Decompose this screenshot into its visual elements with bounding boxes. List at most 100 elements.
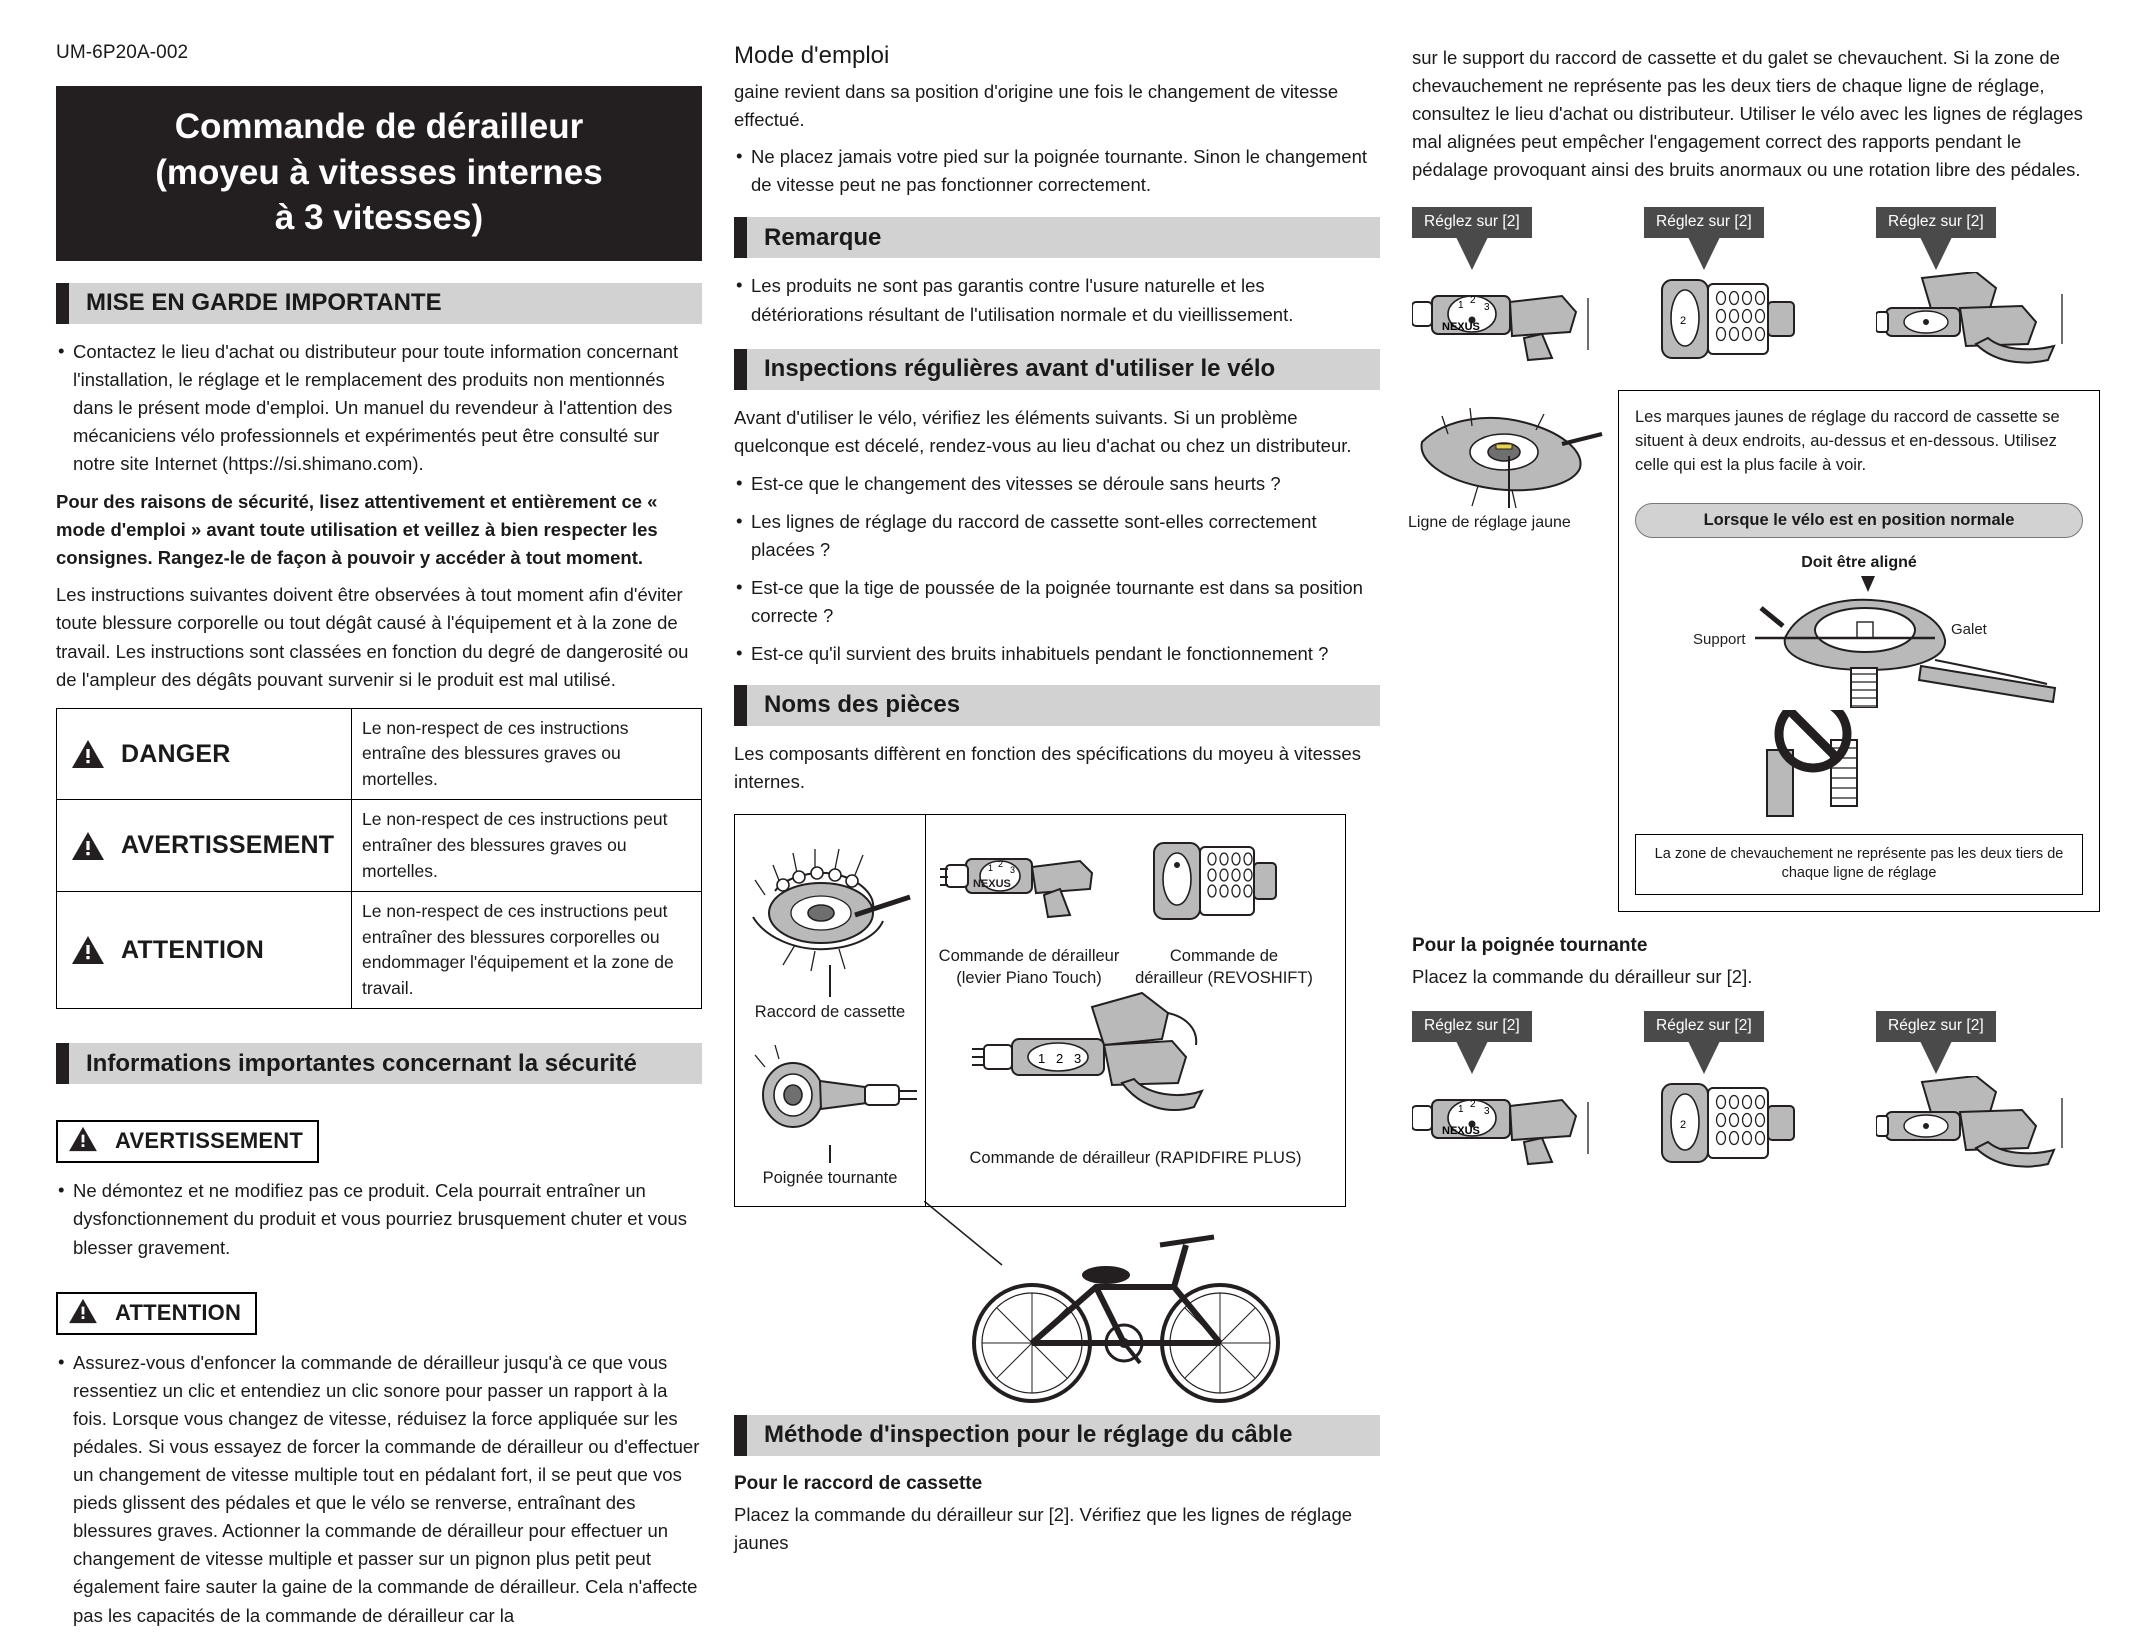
- list-item: Ne placez jamais votre pied sur la poign…: [734, 142, 1380, 199]
- right-continued-paragraph: sur le support du raccord de cassette et…: [1412, 47, 2083, 181]
- warning-desc-cell: Le non-respect de ces instructions peut …: [351, 799, 702, 893]
- warning-desc-cell: Le non-respect de ces instructions entra…: [351, 707, 702, 801]
- callout-bubble: Réglez sur [2]: [1644, 1010, 1764, 1042]
- attention-bullets: Assurez-vous d'enfoncer la commande de d…: [56, 1348, 702, 1630]
- rapidfire-plus-illustration: 1 2 3: [972, 991, 1204, 1111]
- page-title: Commande de dérailleur (moyeu à vitesses…: [56, 86, 702, 261]
- svg-text:2: 2: [1470, 1099, 1476, 1110]
- parts-figure-left-pane: Raccord de cassette Poignée tournante: [734, 813, 926, 1207]
- poignee-subtitle: Pour la poignée tournante: [1412, 934, 1648, 956]
- parts-figure-right-pane: 1 2 3 NEXUS Commande de dérailleur (levi…: [926, 813, 1346, 1207]
- mise-en-garde-bullets: Contactez le lieu d'achat ou distributeu…: [56, 337, 702, 479]
- piano-touch-shifter-illustration: 1 2 3 NEXUS: [1412, 294, 1589, 361]
- callout-row-cassette: Réglez sur [2] 1 2 3 NEXUS: [1412, 206, 2094, 364]
- section-header-inspections: Inspections régulières avant d'utiliser …: [734, 348, 1380, 390]
- rapidfire-shifter-illustration-2: [1876, 1075, 2063, 1168]
- avertissement-label: AVERTISSEMENT: [115, 1128, 303, 1154]
- figure-caption-raccord: Raccord de cassette: [754, 1002, 906, 1021]
- callout-cell: Réglez sur [2]: [1876, 206, 2094, 364]
- svg-text:NEXUS: NEXUS: [1442, 1125, 1480, 1137]
- warning-triangle-icon: [71, 935, 105, 965]
- section-tab: [56, 282, 69, 324]
- callout-bubble: Réglez sur [2]: [1876, 206, 1996, 238]
- page-title-line1: Commande de dérailleur: [174, 107, 584, 146]
- warning-level-cell: ATTENTION: [56, 891, 352, 1010]
- leader-line: [1508, 455, 1510, 508]
- attention-badge: ATTENTION: [56, 1291, 258, 1335]
- callout-cell: Réglez sur [2]: [1876, 1010, 2094, 1168]
- prohibition-note: La zone de chevauchement ne représente p…: [1635, 833, 2083, 895]
- galet-text: Galet: [1951, 621, 1988, 638]
- piano-touch-shifter-illustration-2: 1 2 3 NEXUS: [1412, 1098, 1589, 1165]
- attention-label: ATTENTION: [115, 1299, 242, 1325]
- callout-cell: Réglez sur [2] 2: [1644, 1010, 1862, 1168]
- section-title: Informations importantes concernant la s…: [86, 1049, 637, 1077]
- mode-emploi-label: Mode d'emploi: [734, 42, 890, 69]
- section-title: Remarque: [764, 223, 882, 251]
- twist-grip-illustration: [754, 1044, 917, 1128]
- yellow-marks-infobox: Les marques jaunes de réglage du raccord…: [1618, 389, 2100, 912]
- warning-level-label: ATTENTION: [121, 935, 264, 964]
- figure-caption-rapidfire: Commande de dérailleur (RAPIDFIRE PLUS): [969, 1148, 1302, 1167]
- revoshift-shifter-illustration: 2: [1661, 278, 1795, 359]
- list-item: Contactez le lieu d'achat ou distributeu…: [56, 337, 702, 479]
- svg-text:NEXUS: NEXUS: [973, 878, 1011, 890]
- table-row: DANGER Le non-respect de ces instruction…: [56, 707, 702, 801]
- svg-text:NEXUS: NEXUS: [1442, 321, 1480, 333]
- list-item: Est-ce que la tige de poussée de la poig…: [734, 573, 1380, 630]
- callout-bubble: Réglez sur [2]: [1876, 1010, 1996, 1042]
- left-column: UM-6P20A-002 Commande de dérailleur (moy…: [56, 42, 702, 1640]
- warning-triangle-icon: [68, 1298, 102, 1328]
- inspections-intro: Avant d'utiliser le vélo, vérifiez les é…: [734, 406, 1352, 456]
- svg-text:3: 3: [1010, 865, 1015, 875]
- callout-cell: Réglez sur [2] 2: [1644, 206, 1862, 364]
- continued-paragraph: gaine revient dans sa position d'origine…: [734, 81, 1339, 131]
- aligned-label: Doit être aligné: [1801, 553, 1917, 571]
- methode-subtitle: Pour le raccord de cassette: [734, 1472, 983, 1494]
- bicycle-illustration: [924, 1200, 1280, 1403]
- warning-desc-cell: Le non-respect de ces instructions peut …: [351, 891, 702, 1010]
- section-header-noms-pieces: Noms des pièces: [734, 684, 1380, 726]
- safety-paragraph: Les instructions suivantes doivent être …: [56, 584, 689, 690]
- section-title: MISE EN GARDE IMPORTANTE: [86, 289, 442, 316]
- callout-bubble: Réglez sur [2]: [1412, 206, 1532, 238]
- warning-triangle-icon: [71, 739, 105, 769]
- section-header-mise-en-garde: MISE EN GARDE IMPORTANTE: [56, 282, 702, 324]
- table-row: ATTENTION Le non-respect de ces instruct…: [56, 891, 702, 1010]
- section-header-body: Méthode d'inspection pour le réglage du …: [747, 1414, 1380, 1456]
- support-text: Support: [1693, 631, 1746, 648]
- page-title-line2: (moyeu à vitesses internes: [155, 152, 603, 192]
- callout-bubble: Réglez sur [2]: [1644, 206, 1764, 238]
- section-title: Inspections régulières avant d'utiliser …: [764, 355, 1276, 383]
- section-header-body: Noms des pièces: [747, 684, 1380, 726]
- svg-text:3: 3: [1484, 302, 1490, 313]
- parts-figure: Raccord de cassette Poignée tournante: [734, 813, 1380, 1207]
- label-ligne-reglage-jaune: Ligne de réglage jaune: [1408, 513, 1571, 531]
- section-title: Méthode d'inspection pour le réglage du …: [764, 1421, 1293, 1449]
- section-header-methode: Méthode d'inspection pour le réglage du …: [734, 1414, 1380, 1456]
- infobox-text: Les marques jaunes de réglage du raccord…: [1635, 407, 2060, 474]
- document-number: UM-6P20A-002: [56, 42, 189, 63]
- section-header-body: Inspections régulières avant d'utiliser …: [747, 348, 1380, 390]
- methode-text: Placez la commande du dérailleur sur [2]…: [734, 1503, 1353, 1553]
- leader-line: [829, 964, 831, 997]
- inspections-list: Est-ce que le changement des vitesses se…: [734, 469, 1380, 669]
- svg-text:3: 3: [1484, 1106, 1490, 1117]
- foot-warning-bullets: Ne placez jamais votre pied sur la poign…: [734, 142, 1380, 199]
- rapidfire-shifter-illustration: [1876, 271, 2063, 364]
- list-item: Est-ce que le changement des vitesses se…: [734, 469, 1380, 498]
- warning-level-label: AVERTISSEMENT: [121, 831, 335, 860]
- safety-bold-paragraph: Pour des raisons de sécurité, lisez atte…: [56, 491, 658, 569]
- svg-text:2: 2: [1680, 1119, 1686, 1131]
- figure-caption-poignee: Poignée tournante: [762, 1168, 898, 1187]
- right-column: sur le support du raccord de cassette et…: [1408, 42, 2100, 1640]
- section-tab: [734, 217, 747, 259]
- svg-text:3: 3: [1074, 1051, 1081, 1066]
- callout-bubble: Réglez sur [2]: [1412, 1010, 1532, 1042]
- section-tab: [734, 348, 747, 390]
- normal-position-pill: Lorsque le vélo est en position normale: [1635, 502, 2083, 538]
- poignee-text: Placez la commande du dérailleur sur [2]…: [1412, 965, 1753, 987]
- list-item: Est-ce qu'il survient des bruits inhabit…: [734, 639, 1380, 668]
- cassette-joint-detail: Ligne de réglage jaune: [1408, 390, 1608, 912]
